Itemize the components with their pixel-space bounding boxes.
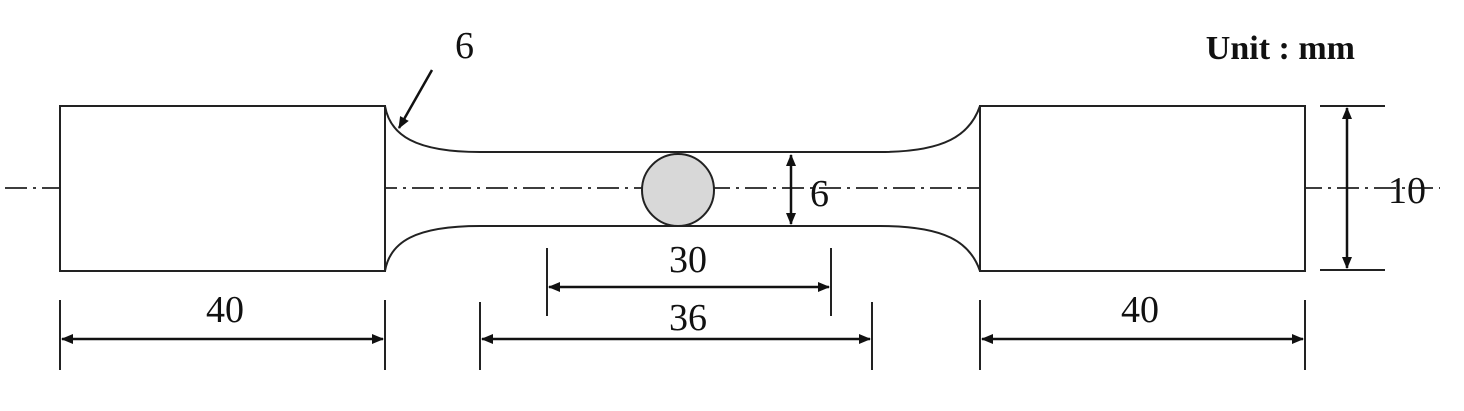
gauge-length-label: 30	[669, 239, 707, 281]
left-grip	[59, 105, 386, 272]
right-grip-length-label: 40	[1121, 289, 1159, 331]
parallel-length-label: 36	[669, 297, 707, 339]
fillet-leader-arrow	[397, 69, 434, 129]
gauge-width-label: 6	[810, 173, 829, 215]
right-grip	[979, 105, 1306, 272]
fillet-radius-label: 6	[455, 25, 474, 67]
left-grip-length-label: 40	[206, 289, 244, 331]
unit-label: Unit : mm	[1206, 30, 1355, 67]
grip-width-label: 10	[1388, 170, 1426, 212]
gauge-top-edge	[384, 105, 981, 153]
gauge-marker-circle	[641, 153, 715, 227]
